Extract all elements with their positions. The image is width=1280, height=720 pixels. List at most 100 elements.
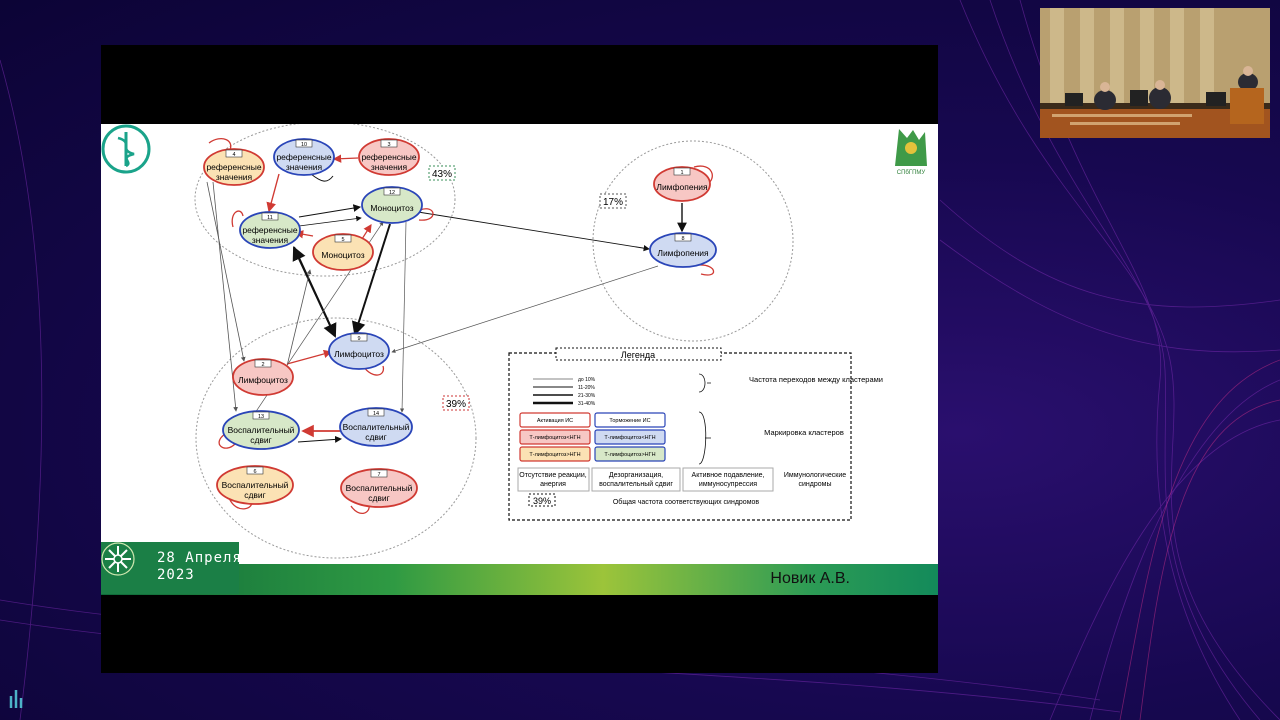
svg-text:11-20%: 11-20%: [578, 385, 595, 391]
node-number: 7: [377, 472, 380, 478]
node-ellipse: [203, 148, 265, 186]
diagram-canvas: СПбГПМУ 43% 17% 39%: [101, 124, 927, 559]
cluster-bottom-left: [195, 317, 477, 559]
node-ellipse: [358, 138, 420, 176]
cluster-right: [592, 140, 794, 342]
svg-text:39%: 39%: [446, 399, 466, 410]
speaker-video: [1040, 8, 1270, 138]
node-label: Моноцитоз: [321, 250, 364, 260]
date-box: 28 Апреля 2023: [101, 542, 242, 594]
node-number: 14: [373, 411, 379, 417]
node-ellipse: [340, 468, 418, 508]
node-ellipse: [239, 211, 301, 249]
watermark-logo-icon: [9, 690, 23, 708]
svg-text:31-40%: 31-40%: [578, 401, 596, 407]
cluster-percent-top: 43%: [428, 165, 456, 181]
node-ellipse: [649, 232, 717, 268]
svg-text:17%: 17%: [603, 197, 623, 208]
node-number: 13: [258, 414, 264, 420]
svg-text:Дезорганизация,воспалительный: Дезорганизация,воспалительный сдвиг: [599, 472, 673, 488]
node-number: 8: [681, 236, 684, 242]
node-ellipse: [339, 407, 413, 447]
legend-markers: Активация ИС Т-лимфоцитоз<НГН Т-лимфоцит…: [519, 411, 711, 465]
cluster-percent-bottom: 39%: [442, 395, 470, 411]
legend-percent-caption: Общая частота соответствующих синдромов: [613, 498, 760, 506]
university-logo: СПбГПМУ: [895, 129, 927, 176]
node-number: 6: [253, 469, 256, 475]
legend-title: Легенда: [621, 350, 655, 360]
node-number: 4: [232, 152, 235, 158]
node-number: 2: [261, 362, 264, 368]
svg-text:21-30%: 21-30%: [578, 393, 596, 399]
legend-markers-caption: Маркировка кластеров: [764, 428, 844, 437]
legend-percent: 39%: [533, 496, 551, 506]
svg-text:Т-лимфоцитоз<НГН: Т-лимфоцитоз<НГН: [529, 435, 580, 441]
node-ellipse: [328, 332, 390, 370]
node-label: Лимфоцитоз: [238, 375, 288, 385]
svg-text:Активация ИС: Активация ИС: [537, 418, 573, 424]
watermark-logo: [8, 686, 98, 714]
node-ellipse: [361, 186, 423, 224]
node-number: 10: [301, 142, 307, 148]
svg-text:Т-лимфоцитоз>НГН: Т-лимфоцитоз>НГН: [529, 452, 580, 458]
node-number: 3: [387, 142, 390, 148]
node-number: 5: [341, 237, 344, 243]
snowflake-emblem-icon: [101, 542, 135, 576]
node-label: Моноцитоз: [370, 203, 413, 213]
node-number: 1: [680, 170, 683, 176]
svg-text:43%: 43%: [432, 169, 452, 180]
node-label: Лимфопения: [657, 248, 709, 258]
legend-syndromes: Отсутствие реакции,анергия Дезорганизаци…: [517, 467, 846, 492]
author-name: Новик А.В.: [770, 570, 850, 587]
node-number: 12: [389, 190, 395, 196]
svg-text:Отсутствие реакции,анергия: Отсутствие реакции,анергия: [519, 472, 586, 488]
svg-text:Т-лимфоцитоз>НГН: Т-лимфоцитоз>НГН: [604, 452, 655, 458]
legend-line-scale: до 10% 11-20% 21-30% 31-40% Частота пере…: [533, 373, 883, 407]
node-number: 11: [267, 215, 273, 221]
institute-logo: [101, 124, 151, 174]
node-ellipse: [273, 138, 335, 176]
svg-text:Активное подавление,иммуносупр: Активное подавление,иммуносупрессия: [692, 472, 765, 488]
node-ellipse: [653, 166, 711, 202]
event-date: 28 Апреля 2023: [157, 550, 242, 583]
node-label: Лимфопения: [656, 182, 708, 192]
node-ellipse: [216, 465, 294, 505]
node-number: 9: [357, 336, 360, 342]
legend: Легенда до 10% 11-20% 21-30% 31-40% Част…: [508, 347, 883, 521]
legend-lines-caption: Частота переходов между кластерами: [749, 375, 883, 384]
svg-text:Т-лимфоцитоз<НГН: Т-лимфоцитоз<НГН: [604, 435, 655, 441]
svg-text:до 10%: до 10%: [578, 377, 596, 383]
university-logo-text: СПбГПМУ: [897, 170, 926, 176]
node-ellipse: [312, 233, 374, 271]
node-ellipse: [222, 410, 300, 450]
presentation-slide: СПбГПМУ 43% 17% 39%: [101, 124, 938, 595]
slide-footer-bar: [101, 564, 938, 595]
node-label: Лимфоцитоз: [334, 349, 384, 359]
svg-text:Торможение ИС: Торможение ИС: [609, 418, 650, 424]
cluster-top-left: [194, 124, 456, 277]
cluster-percent-right: 17%: [599, 193, 627, 209]
